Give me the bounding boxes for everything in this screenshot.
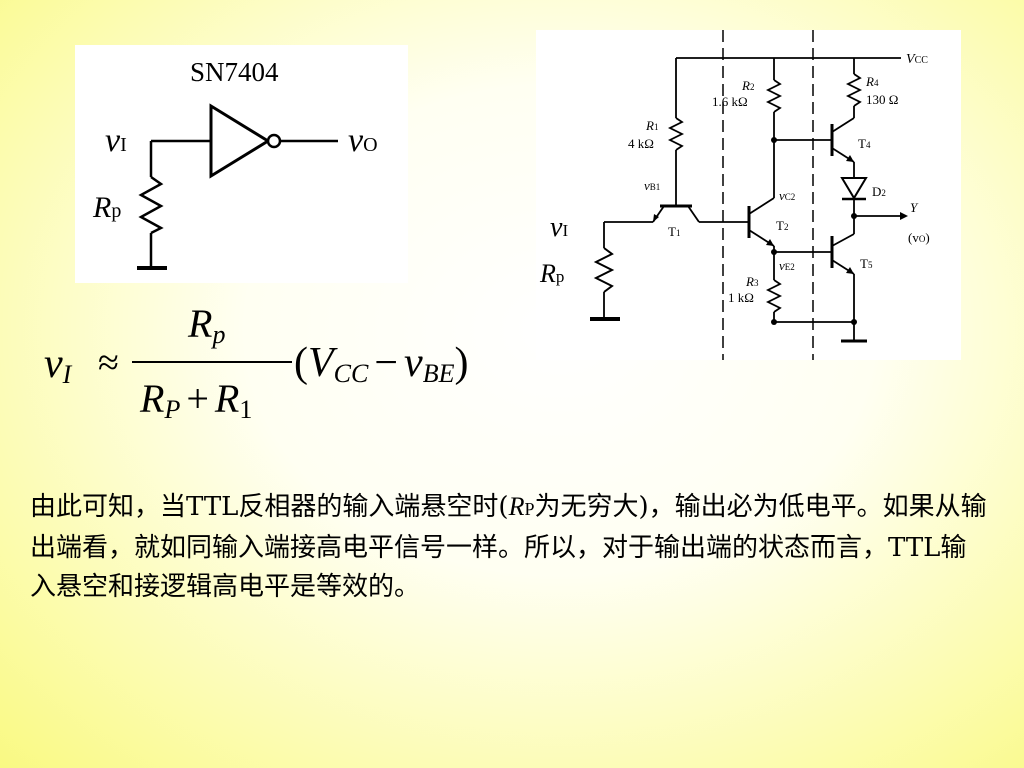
- ve2-label: vE2: [779, 258, 795, 273]
- formula-lhs: vI: [44, 341, 73, 389]
- vb1-label: vB1: [644, 178, 660, 193]
- r4-label: R4: [865, 74, 879, 89]
- formula-paren-expr: (VCC−vBE): [294, 340, 468, 388]
- input-label: vI: [105, 122, 127, 159]
- r4-resistor: [845, 73, 863, 107]
- r1-label: R1: [645, 118, 658, 133]
- t4-label: T4: [858, 136, 871, 151]
- t2-label: T2: [776, 218, 788, 233]
- inverter-diagram: SN7404 vI vO Rp: [75, 45, 408, 283]
- rp-resistor: [593, 247, 615, 293]
- rp-symbol: R: [508, 492, 525, 521]
- output-label: vO: [348, 122, 378, 159]
- inverter-svg: SN7404 vI vO Rp: [92, 57, 378, 270]
- t5-label: T5: [860, 256, 873, 271]
- chip-label: SN7404: [190, 57, 279, 87]
- vcc-label: VCC: [906, 52, 928, 67]
- r2-label: R2: [741, 78, 754, 93]
- ttl-input-label: vI: [550, 212, 568, 243]
- inverter-triangle: [209, 103, 271, 179]
- r1-value: 4 kΩ: [628, 136, 654, 151]
- vc2-label: vC2: [779, 188, 795, 203]
- r2-value: 1.6 kΩ: [712, 94, 748, 109]
- explanation-text: 由此可知，当TTL反相器的输入端悬空时(RP为无穷大)，输出必为低电平。如果从输…: [30, 487, 990, 607]
- t5-collector: [831, 233, 855, 247]
- output-y-label: Y: [910, 200, 919, 215]
- t2-collector: [748, 197, 775, 215]
- r3-resistor: [765, 279, 783, 313]
- inverter-bubble: [266, 133, 282, 149]
- explanation-part2: 为无穷大)，输出必为低电平。如果从输出端看，就如同输入端接高电平信号一样。所以，…: [30, 492, 987, 602]
- formula-approx: ≈: [98, 342, 119, 384]
- formula: vI ≈ Rp RP+R1 (VCC−vBE): [30, 292, 550, 442]
- r2-resistor: [765, 79, 783, 113]
- resistor-label: Rp: [92, 191, 121, 224]
- ttl-svg: VCC R1 4 kΩ vB1 T1 vI Rp T2 vC2: [539, 30, 930, 360]
- formula-denominator: RP+R1: [139, 376, 252, 424]
- rp-subscript: P: [524, 499, 535, 519]
- t4-collector: [831, 117, 855, 133]
- d2-label: D2: [872, 184, 886, 199]
- output-vo-label: (vO): [908, 230, 930, 245]
- r1-resistor: [667, 117, 685, 151]
- r4-value: 130 Ω: [866, 92, 898, 107]
- formula-svg: vI ≈ Rp RP+R1 (VCC−vBE): [44, 301, 468, 424]
- t1-label: T1: [668, 224, 680, 239]
- formula-numerator: Rp: [187, 301, 225, 349]
- t1-collector: [687, 205, 700, 223]
- r3-label: R3: [745, 274, 759, 289]
- pulldown-resistor: [138, 175, 164, 235]
- r3-value: 1 kΩ: [728, 290, 754, 305]
- explanation-part1: 由此可知，当TTL反相器的输入端悬空时(: [30, 492, 509, 522]
- d2-diode: [840, 177, 868, 200]
- ttl-rp-label: Rp: [539, 259, 564, 288]
- ttl-circuit-diagram: VCC R1 4 kΩ vB1 T1 vI Rp T2 vC2: [536, 30, 961, 360]
